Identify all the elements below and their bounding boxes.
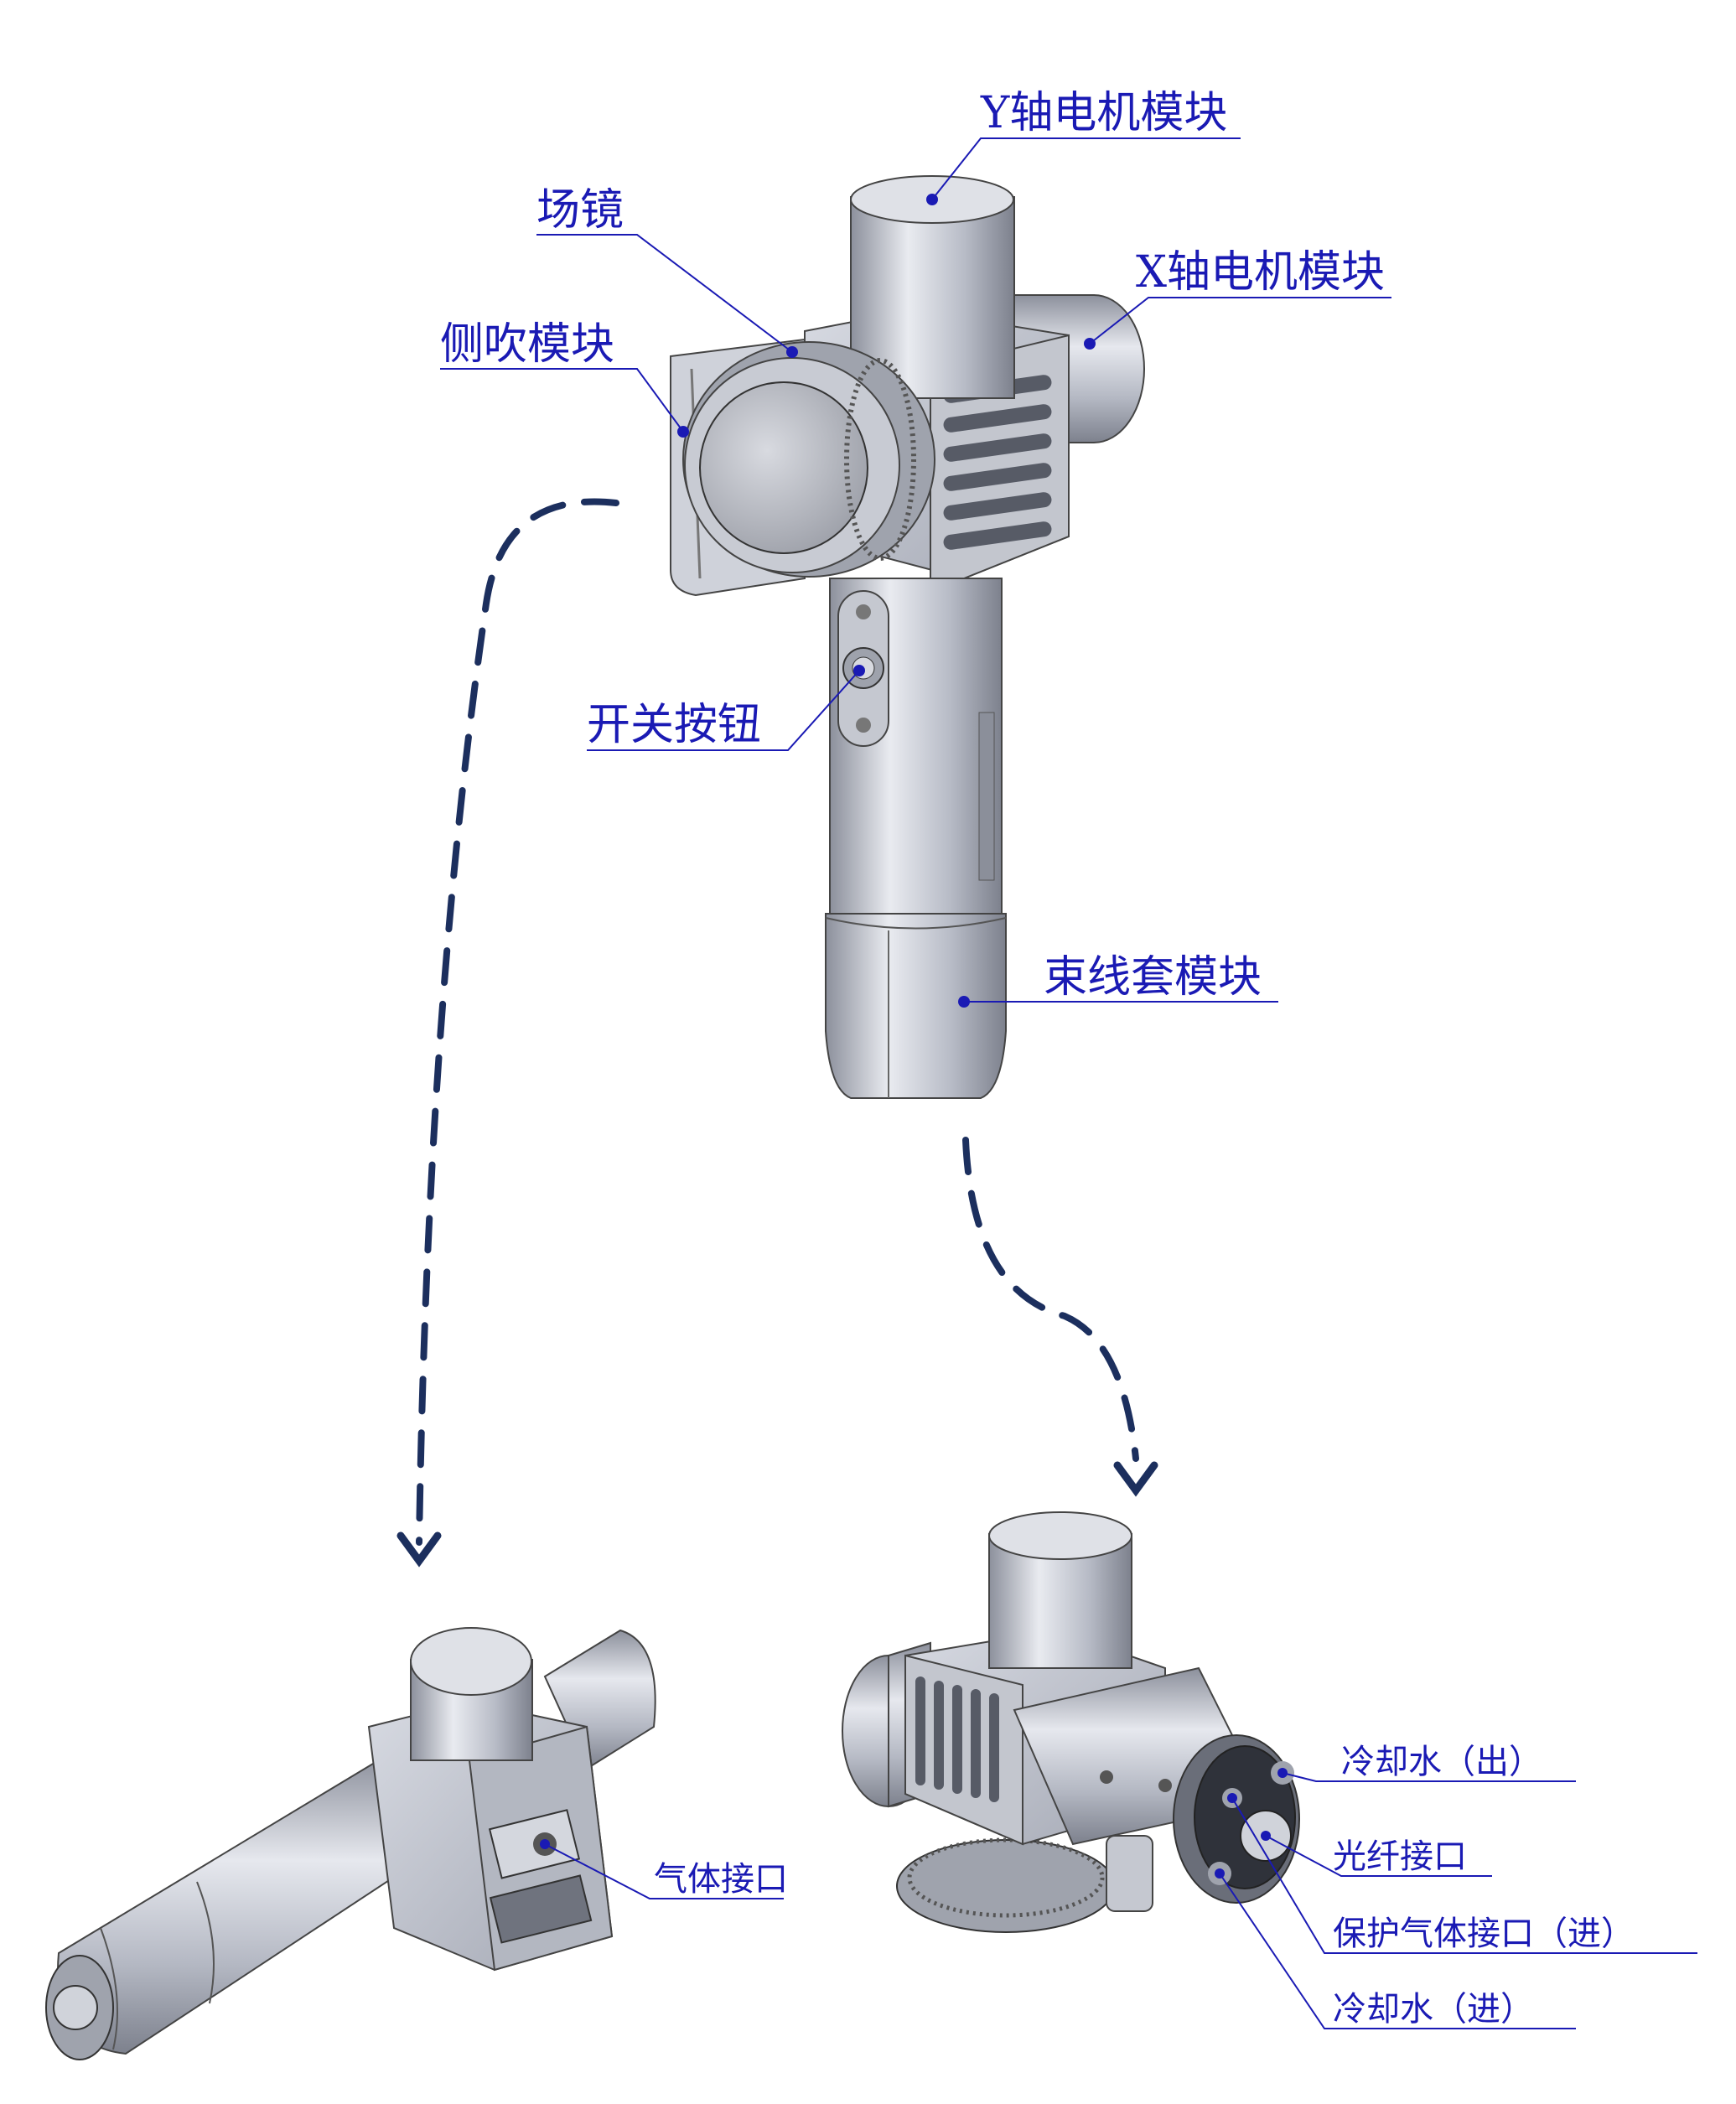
label-gas-port: 气体接口: [654, 1860, 788, 1899]
laser-head-bottom-left-view: [45, 1627, 656, 2060]
top-leader-dots: [677, 194, 1096, 1008]
label-switch-button: 开关按钮: [587, 700, 761, 750]
top-leader-lines: [440, 137, 1391, 1003]
laser-head-bottom-right-view: [842, 1511, 1300, 1933]
label-side-blow-module: 侧吹模块: [440, 319, 614, 370]
label-cable-sleeve-module: 束线套模块: [1044, 952, 1262, 1003]
label-field-lens: 场镜: [536, 185, 624, 236]
arrow-to-bottom-right: [962, 1137, 1139, 1462]
label-y-motor-module: Y轴电机模块: [980, 88, 1227, 138]
label-cooling-water-in: 冷却水（进）: [1333, 1990, 1534, 2029]
leader-gas-port: [544, 1843, 784, 1899]
bottom-right-leader-dots: [1215, 1768, 1288, 1879]
label-x-motor-module: X轴电机模块: [1136, 247, 1385, 298]
label-cooling-water-out: 冷却水（出）: [1341, 1743, 1542, 1781]
arrow-heads: [396, 1461, 1158, 1568]
dot-gas-port: [540, 1839, 550, 1849]
vent-slots-right: [915, 1676, 999, 1802]
laser-head-main-view: [670, 175, 1145, 1099]
bottom-right-leader-lines: [1219, 1772, 1697, 2029]
label-shield-gas-port-in: 保护气体接口（进）: [1333, 1915, 1635, 1953]
label-fiber-port: 光纤接口: [1333, 1837, 1467, 1876]
arrow-to-bottom-left: [416, 498, 619, 1546]
arrows: [416, 498, 1139, 1546]
